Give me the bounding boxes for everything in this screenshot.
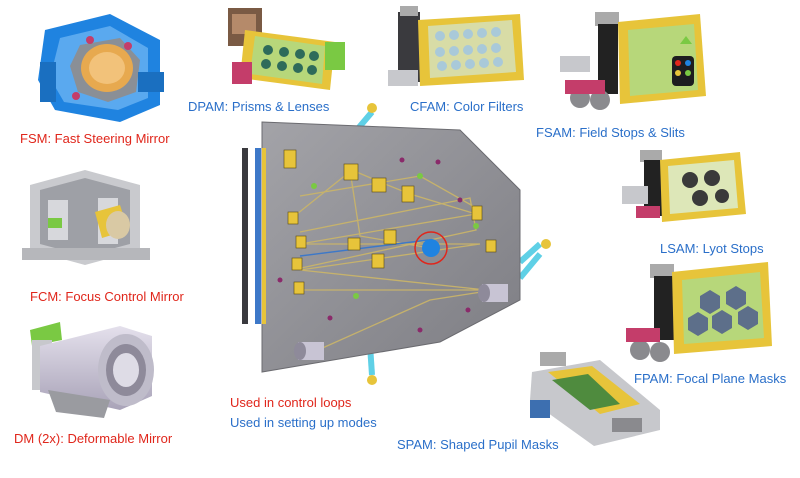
deformable-mirror-icon xyxy=(30,322,154,418)
spam-label: SPAM: Shaped Pupil Masks xyxy=(397,437,559,452)
legend-control-loops: Used in control loops xyxy=(230,395,352,410)
fcm-label: FCM: Focus Control Mirror xyxy=(30,289,184,304)
fsam-mechanism-icon xyxy=(560,12,706,110)
dm-label: DM (2x): Deformable Mirror xyxy=(14,431,173,446)
fcm-mechanism-icon xyxy=(22,170,150,265)
cfam-label: CFAM: Color Filters xyxy=(410,99,524,114)
cfam-mechanism-icon xyxy=(388,6,524,86)
lsam-label: LSAM: Lyot Stops xyxy=(660,241,764,256)
fpam-label: FPAM: Focal Plane Masks xyxy=(634,371,787,386)
lsam-mechanism-icon xyxy=(622,150,746,222)
spam-mechanism-icon xyxy=(530,352,660,446)
fpam-mechanism-icon xyxy=(626,262,772,362)
fsm-label: FSM: Fast Steering Mirror xyxy=(20,131,170,146)
optical-bench-icon xyxy=(242,103,551,385)
fsam-label: FSAM: Field Stops & Slits xyxy=(536,125,685,140)
fsm-mechanism-icon xyxy=(38,14,164,122)
dpam-label: DPAM: Prisms & Lenses xyxy=(188,99,330,114)
legend-setup-modes: Used in setting up modes xyxy=(230,415,377,430)
dpam-mechanism-icon xyxy=(228,8,345,90)
